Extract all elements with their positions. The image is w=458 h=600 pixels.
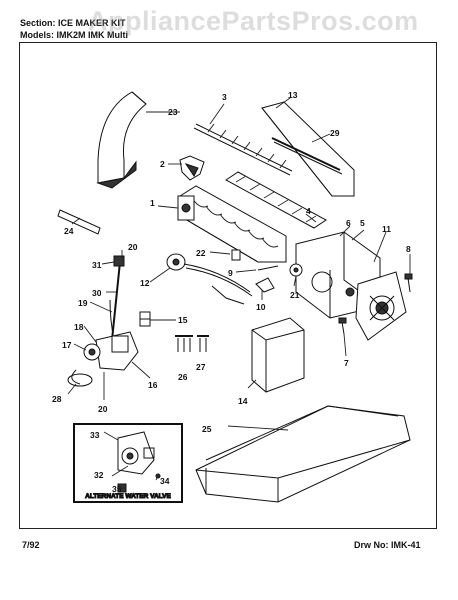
callout-1: 1 xyxy=(150,198,155,208)
callout-26: 26 xyxy=(178,372,188,382)
part-29-strip xyxy=(271,137,343,175)
callout-14: 14 xyxy=(238,396,248,406)
part-25-ice-bin xyxy=(195,405,411,503)
callout-20-bottom: 20 xyxy=(98,404,108,414)
part-2-clip xyxy=(179,155,205,181)
part-15-clamp xyxy=(139,311,151,327)
parts-26-27-screws xyxy=(175,335,209,352)
part-10-bracket xyxy=(255,277,275,293)
leader-lines xyxy=(67,97,411,489)
callout-6: 6 xyxy=(346,218,351,228)
callout-labels: 1 2 3 4 5 6 7 8 9 10 11 12 13 14 15 16 1… xyxy=(52,90,411,494)
callout-7: 7 xyxy=(344,358,349,368)
part-12-harness xyxy=(166,253,253,305)
part-28-tube xyxy=(67,373,93,387)
callout-27: 27 xyxy=(196,362,206,372)
callout-23: 23 xyxy=(168,107,178,117)
callout-29: 29 xyxy=(330,128,340,138)
watermark: AppliancePartsPros.com xyxy=(88,6,419,36)
callout-8: 8 xyxy=(406,244,411,254)
section-title: Section: ICE MAKER KIT xyxy=(20,18,126,28)
part-3-ejector xyxy=(193,123,293,176)
footer-date: 7/92 xyxy=(22,540,40,550)
callout-16: 16 xyxy=(148,380,158,390)
callout-24: 24 xyxy=(64,226,74,236)
models-line: Models: IMK2M IMK Multi xyxy=(20,30,128,40)
callout-35: 35 xyxy=(112,484,122,494)
part-4-shelf xyxy=(225,171,327,229)
part-23-bracket xyxy=(96,91,147,189)
diagram-frame xyxy=(19,42,437,529)
callout-25: 25 xyxy=(202,424,212,434)
callout-15: 15 xyxy=(178,315,188,325)
callout-21: 21 xyxy=(290,290,300,300)
part-13-cover xyxy=(261,101,355,197)
callout-17: 17 xyxy=(62,340,72,350)
callout-11: 11 xyxy=(382,224,391,234)
part-9-switch-arm xyxy=(257,265,279,271)
part-22-tab xyxy=(231,249,241,261)
callout-4: 4 xyxy=(306,206,311,216)
callout-31: 31 xyxy=(92,260,102,270)
callout-5: 5 xyxy=(360,218,365,228)
part-16-water-valve xyxy=(71,331,139,385)
part-7-screw xyxy=(338,317,347,335)
inset-caption: ALTERNATE WATER VALVE xyxy=(85,493,171,500)
footer-drawing-number: Drw No: IMK-41 xyxy=(354,540,421,550)
callout-12: 12 xyxy=(140,278,150,288)
callout-13: 13 xyxy=(288,90,298,100)
callout-18: 18 xyxy=(74,322,84,332)
callout-34: 34 xyxy=(160,476,170,486)
callout-2: 2 xyxy=(160,159,165,169)
callout-10: 10 xyxy=(256,302,266,312)
part-30-tube xyxy=(109,255,125,341)
part-14-cover xyxy=(251,317,305,393)
inset-alternate-water-valve: ALTERNATE WATER VALVE xyxy=(73,423,183,503)
callout-30: 30 xyxy=(92,288,102,298)
callout-19: 19 xyxy=(78,298,88,308)
callout-9: 9 xyxy=(228,268,233,278)
part-21-gear xyxy=(289,263,303,277)
part-1-mold xyxy=(177,185,287,263)
callout-33: 33 xyxy=(90,430,100,440)
callout-22: 22 xyxy=(196,248,206,258)
part-24-rod xyxy=(57,209,101,235)
callout-28: 28 xyxy=(52,394,62,404)
part-8-screw xyxy=(404,273,413,293)
callout-32: 32 xyxy=(94,470,104,480)
callout-3: 3 xyxy=(222,92,227,102)
callout-20-top: 20 xyxy=(128,242,138,252)
part-11-motor-cover xyxy=(355,271,407,341)
